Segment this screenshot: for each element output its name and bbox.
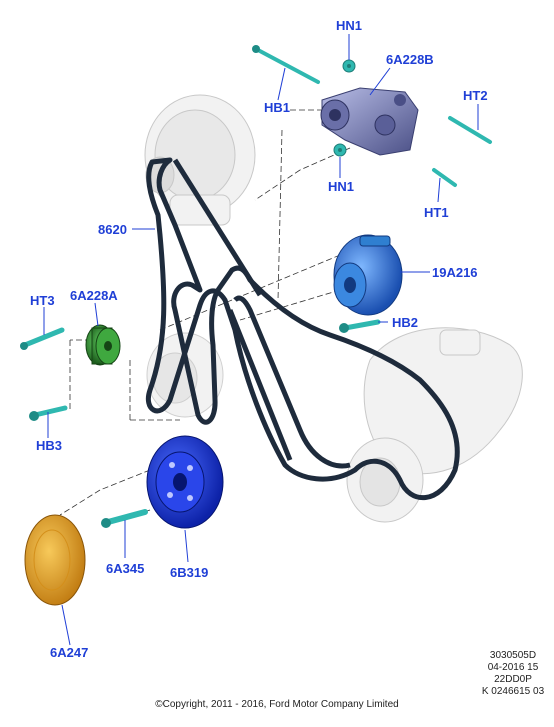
- belt-tensioner-6A228B[interactable]: [320, 87, 419, 156]
- callout-6A228B[interactable]: 6A228B: [386, 52, 434, 67]
- fastener-ht2[interactable]: [448, 116, 492, 144]
- water-pump-pulley-19A216[interactable]: [333, 234, 403, 316]
- callout-19A216[interactable]: 19A216: [432, 265, 478, 280]
- leader-lines: [59, 109, 351, 521]
- callout-6A247[interactable]: 6A247: [50, 645, 89, 660]
- ref-code-3: 22DD0P: [494, 674, 532, 685]
- callout-6A345[interactable]: 6A345: [106, 561, 145, 576]
- fastener-hn1-top[interactable]: [342, 59, 356, 73]
- ref-code-1: 3030505D: [489, 650, 537, 661]
- callout-hn1-bottom[interactable]: HN1: [328, 179, 355, 194]
- callout-6B319[interactable]: 6B319: [170, 565, 209, 580]
- callout-hn1-top[interactable]: HN1: [336, 18, 363, 33]
- fastener-6A345[interactable]: [101, 509, 148, 528]
- callout-hb3[interactable]: HB3: [36, 438, 63, 453]
- damper-cover-6A247[interactable]: [24, 514, 86, 606]
- callout-ht2[interactable]: HT2: [463, 88, 488, 103]
- callout-hb1[interactable]: HB1: [264, 100, 291, 115]
- fastener-hn1-bottom[interactable]: [333, 143, 347, 157]
- idler-pulley-6A228A[interactable]: [85, 324, 121, 366]
- water-pump-housing-ghost: [346, 327, 523, 523]
- callout-hb2[interactable]: HB2: [392, 315, 419, 330]
- fastener-hb1[interactable]: [252, 45, 320, 84]
- ref-code-2: 04-2016 15: [487, 662, 539, 673]
- callout-ht1[interactable]: HT1: [424, 205, 449, 220]
- ref-code-4: K 0246615 03: [481, 686, 545, 697]
- callout-ht3[interactable]: HT3: [30, 293, 55, 308]
- reference-codes: 3030505D 04-2016 15 22DD0P K 0246615 03: [476, 650, 550, 698]
- crankshaft-pulley-6B319[interactable]: [146, 435, 224, 529]
- callout-belt-8620[interactable]: 8620: [98, 222, 127, 237]
- drive-belt: [145, 157, 460, 500]
- fastener-ht1[interactable]: [432, 168, 457, 187]
- fastener-ht3[interactable]: [20, 327, 65, 350]
- fastener-hb2[interactable]: [339, 319, 381, 333]
- copyright-notice: ©Copyright, 2011 - 2016, Ford Motor Comp…: [155, 699, 399, 710]
- callout-leaders: [43, 34, 479, 646]
- callout-6A228A[interactable]: 6A228A: [70, 288, 118, 303]
- fastener-hb3[interactable]: [29, 405, 68, 421]
